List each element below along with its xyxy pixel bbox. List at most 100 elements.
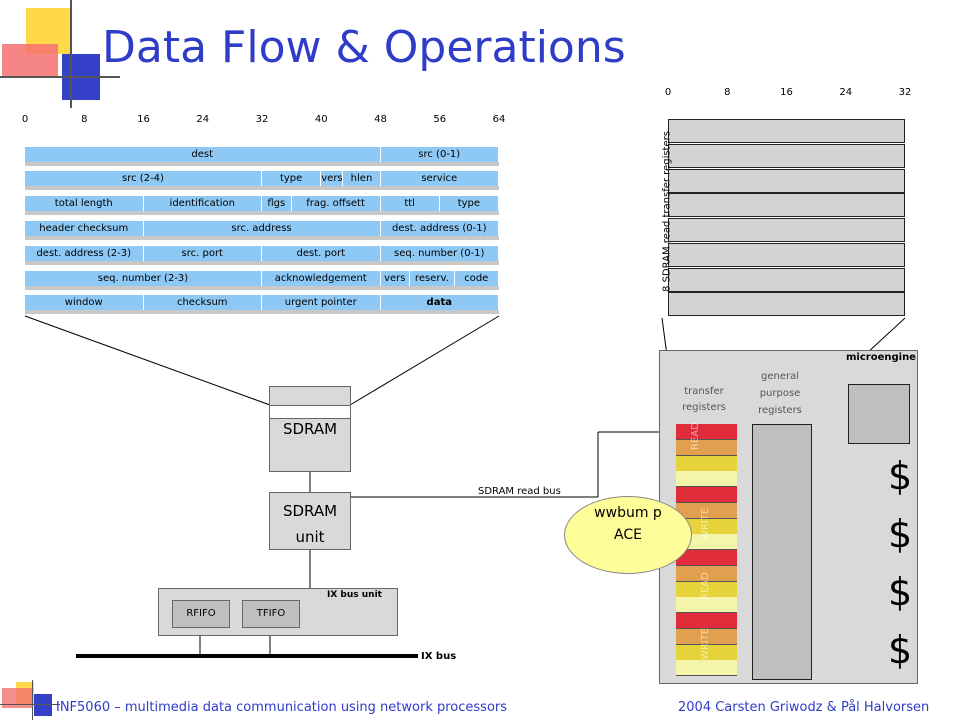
deco-footer-red (2, 688, 32, 708)
read-transfer-register (668, 242, 905, 267)
transfer-register-slot (676, 644, 737, 661)
transfer-register-slot (676, 455, 737, 472)
header-field: acknowledgement (262, 271, 381, 286)
transfer-register-slot (676, 581, 737, 598)
tfifo-box (242, 600, 300, 628)
header-field: ttl (380, 196, 440, 211)
transfer-register-slot (676, 660, 737, 677)
header-field: data (380, 295, 499, 310)
header-field: reserv. (410, 271, 455, 286)
read-transfer-register (668, 193, 905, 218)
tfifo-label: TFIFO (256, 608, 286, 619)
read-transfer-register (668, 143, 905, 168)
transfer-register-slot (676, 487, 737, 503)
header-field: code (454, 271, 499, 286)
read-label-2: READ (700, 572, 711, 600)
sdram-slot (269, 405, 351, 419)
ix-bus-label: IX bus (421, 651, 457, 662)
deco-footer-line-v (32, 680, 33, 720)
bit-tick: 56 (433, 114, 447, 125)
transfer-register-slot (676, 597, 737, 614)
thread-squiggle-2: $ (888, 512, 913, 556)
general-purpose-label: general purpose registers (758, 371, 802, 416)
read-transfer-register (668, 119, 905, 143)
rfifo-label: RFIFO (186, 608, 216, 619)
header-field: vers (380, 271, 411, 286)
bit-tick: 64 (492, 114, 506, 125)
header-field: total length (25, 196, 144, 211)
squiggle-mask (886, 454, 887, 455)
read-transfer-register (668, 168, 905, 193)
transfer-register-slot (676, 613, 737, 629)
read-transfer-register (668, 292, 905, 317)
transfer-register-slot (676, 550, 737, 566)
sdram-read-bus-label: SDRAM read bus (478, 486, 561, 497)
bit-tick: 0 (21, 114, 29, 125)
footer-right: 2004 Carsten Griwodz & Pål Halvorsen (678, 700, 930, 715)
read-label-1: READ (690, 422, 701, 450)
header-field: vers (321, 171, 344, 186)
register-bit-tick: 32 (898, 87, 912, 98)
transfer-registers-label: transfer registers (682, 386, 726, 413)
bit-tick: 24 (196, 114, 210, 125)
sdram-box (269, 386, 351, 472)
register-bit-tick: 16 (780, 87, 793, 98)
transfer-register-slot (676, 439, 737, 456)
footer-left: INF5060 – multimedia data communication … (56, 700, 508, 715)
deco-line-v (70, 0, 72, 108)
callout-text: wwbum p ACE (594, 505, 662, 543)
callout-ellipse (564, 496, 692, 574)
bit-tick: 8 (81, 114, 88, 125)
transfer-register-slot (676, 565, 737, 582)
thread-squiggle-4: $ (888, 628, 913, 672)
header-field: dest (25, 147, 381, 162)
page-title: Data Flow & Operations (102, 22, 626, 73)
control-store-box (848, 384, 910, 444)
header-field: dest. address (2-3) (25, 246, 144, 261)
transfer-register-slot (676, 471, 737, 488)
transfer-register-slot (676, 502, 737, 519)
register-bit-tick: 8 (724, 87, 731, 98)
sdram-label: SDRAM (282, 420, 338, 438)
read-registers-label: 8 SDRAM read transfer registers (661, 131, 673, 292)
header-field: dest. port (262, 246, 381, 261)
transfer-register-slot (676, 424, 737, 440)
header-field: dest. address (0-1) (380, 221, 499, 236)
header-field: type (262, 171, 322, 186)
header-field: checksum (143, 295, 262, 310)
header-field: urgent pointer (262, 295, 381, 310)
transfer-register-slot (676, 628, 737, 645)
general-purpose-registers (752, 424, 812, 680)
thread-squiggle-3: $ (888, 570, 913, 614)
header-field: flgs (262, 196, 292, 211)
header-field: window (25, 295, 144, 310)
header-field: src. port (143, 246, 262, 261)
register-bit-tick: 24 (839, 87, 853, 98)
header-field: src (0-1) (380, 147, 499, 162)
sdram-unit-box (269, 492, 351, 550)
register-bit-tick: 0 (664, 87, 672, 98)
write-label-1: WRITE (700, 507, 711, 540)
read-transfer-register (668, 267, 905, 292)
header-field: frag. offsett (291, 196, 381, 211)
sdram-unit-label: SDRAM unit (282, 502, 338, 546)
bit-tick: 40 (314, 114, 328, 125)
read-transfer-register (668, 218, 905, 242)
microengine-label: microengine (846, 352, 916, 363)
header-field: seq. number (0-1) (380, 246, 499, 261)
bit-tick: 32 (255, 114, 269, 125)
header-field: seq. number (2-3) (25, 271, 262, 286)
header-field: src. address (143, 221, 381, 236)
rfifo-box (172, 600, 230, 628)
header-field: identification (143, 196, 262, 211)
header-field: service (380, 171, 499, 186)
deco-footer-line-h (0, 704, 60, 705)
write-label-2: WRITE (700, 627, 711, 660)
bit-tick: 48 (374, 114, 387, 125)
deco-footer-blue (34, 694, 52, 716)
header-field: src (2-4) (25, 171, 262, 186)
header-field: header checksum (25, 221, 144, 236)
header-field: hlen (343, 171, 381, 186)
deco-line-h (0, 76, 120, 78)
ix-bus-unit-label: IX bus unit (327, 590, 382, 600)
